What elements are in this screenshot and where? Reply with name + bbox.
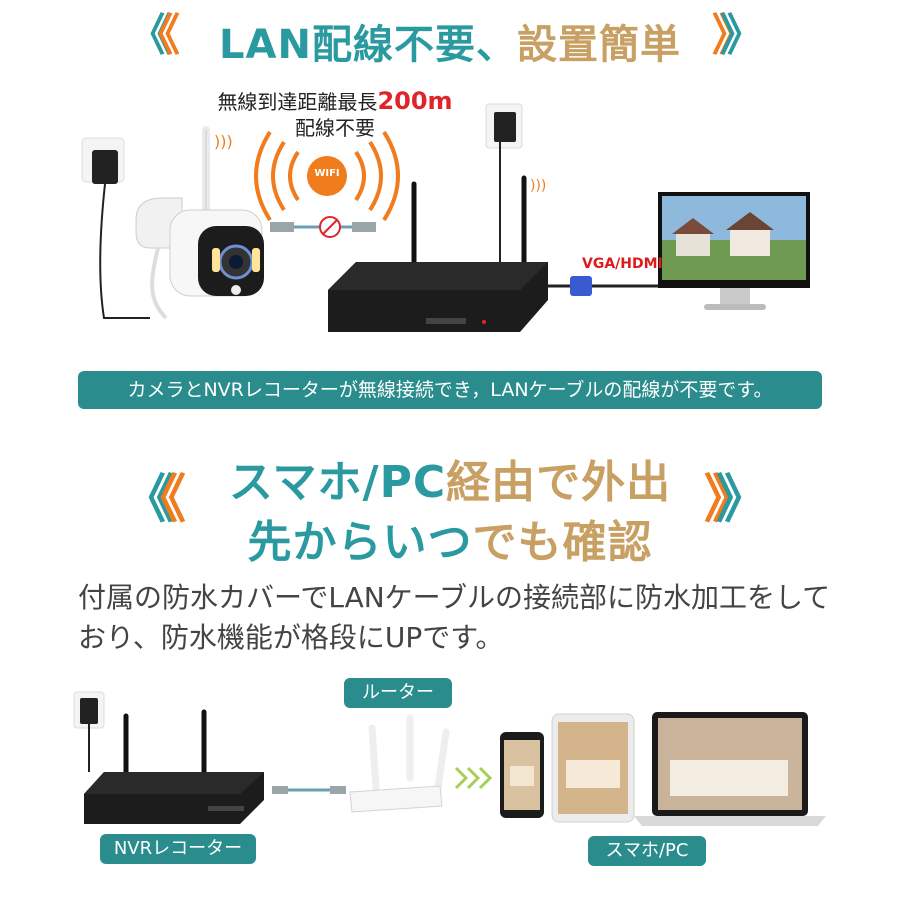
nvr-recorder-icon: ))) xyxy=(328,103,548,332)
smartphone-icon xyxy=(500,732,544,818)
range-caption: 無線到達距離最長200m 配線不要 xyxy=(217,87,453,140)
section2-title-line2: 先からいつでも確認 xyxy=(247,517,653,568)
arrows-right-icon xyxy=(454,766,493,790)
waterproof-description: 付属の防水カバーでLANケーブルの接続部に防水加工をしており、防水機能が格段にU… xyxy=(78,581,831,654)
wireless-banner: カメラとNVRレコーターが無線接続でき，LANケーブルの配線が不要です。 xyxy=(78,371,822,409)
tablet-icon xyxy=(551,713,635,823)
router-label: ルーター xyxy=(344,678,452,708)
lan-cable-icon xyxy=(272,786,346,794)
wifi-badge-label: WIFI xyxy=(314,168,340,179)
vga-hdmi-label: VGA/HDMI xyxy=(582,256,663,272)
section2-title-line1: スマホ/PC経由で外出 xyxy=(228,457,672,508)
laptop-icon xyxy=(634,712,826,826)
svg-text:))): ))) xyxy=(214,132,233,151)
vga-cable-icon xyxy=(548,276,660,296)
nvr-recorder-label: NVRレコーター xyxy=(100,834,256,864)
security-camera-icon: ))) xyxy=(135,126,264,320)
monitor-icon xyxy=(658,192,810,310)
wall-outlet-icon xyxy=(81,137,150,319)
smartphone-pc-label: スマホ/PC xyxy=(588,836,706,866)
section1-title: LAN配線不要、設置簡単 xyxy=(219,22,681,68)
lan-cable-crossed-icon xyxy=(270,216,376,238)
router-icon xyxy=(349,714,450,813)
svg-text:))): ))) xyxy=(530,178,546,194)
remote-view-illustration xyxy=(73,691,826,826)
wireless-setup-illustration: ))) ))) xyxy=(81,103,810,332)
nvr-recorder-small-icon xyxy=(73,691,264,824)
wifi-signal-icon xyxy=(254,130,400,222)
right-chevrons-2: 》》 xyxy=(704,470,768,530)
